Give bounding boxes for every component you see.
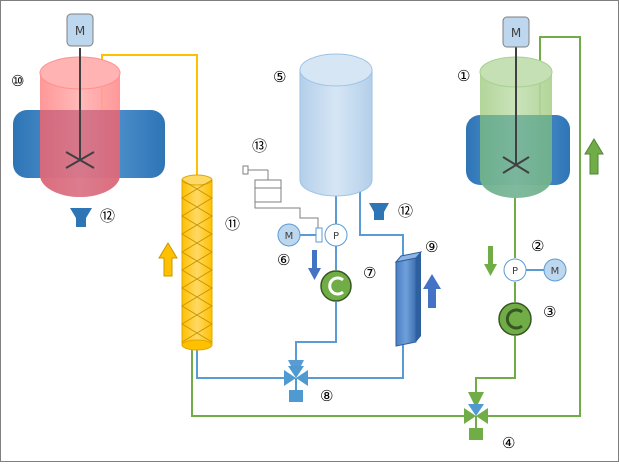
callout-13: ⑬	[252, 137, 267, 155]
flow-arrow-icon	[484, 246, 497, 276]
callout-12-right: ⑫	[398, 202, 413, 220]
funnel-icon	[369, 203, 389, 220]
pump-label: P	[333, 231, 339, 242]
column11-bottom	[181, 339, 213, 351]
gear-pump-icon	[498, 302, 532, 336]
callout-2: ②	[531, 237, 544, 255]
callout-4: ④	[502, 434, 515, 452]
tank5-top	[299, 53, 373, 87]
instrument-assembly-13	[242, 165, 319, 228]
instrument13-box	[254, 179, 282, 203]
callout-6: ⑥	[277, 251, 290, 269]
callout-8: ⑧	[320, 387, 333, 405]
reactor-tank-1	[466, 46, 570, 198]
column11-packing	[181, 179, 213, 343]
tube-column-9	[394, 251, 423, 347]
tank10-impeller-b	[65, 151, 95, 169]
flow-arrow-icon	[584, 138, 604, 175]
packed-column-11	[181, 174, 213, 351]
motor-icon	[543, 258, 567, 282]
flow-arrow-icon	[308, 250, 321, 280]
tank5-body	[299, 69, 373, 197]
callout-11: ⑪	[225, 215, 240, 233]
pipe-green-gearpump-to-valve	[468, 336, 516, 408]
callout-3: ③	[543, 303, 556, 321]
tank1-impeller-b	[502, 156, 530, 174]
pipe-blue-column-to-valve	[196, 345, 285, 379]
three-way-valve-icon	[464, 404, 488, 440]
callout-7: ⑦	[363, 264, 376, 282]
pipe-green-column-to-valve4	[191, 345, 464, 417]
callout-10: ⑩	[11, 72, 24, 90]
gear-pump-icon	[320, 270, 352, 302]
reactor-tank-10	[13, 48, 165, 197]
pipe-blue-gearpump-to-valve	[288, 302, 337, 376]
storage-tank-5	[299, 53, 373, 197]
callout-9: ⑨	[425, 238, 438, 256]
pump6-coupling-box	[315, 227, 323, 243]
column11-body	[181, 179, 213, 346]
motor-label: M	[551, 266, 560, 277]
pump-icon: P M	[503, 258, 567, 282]
funnel-icon	[70, 208, 92, 227]
motor-icon: M	[66, 13, 94, 47]
motor-label: M	[511, 26, 521, 40]
flow-arrow-icon	[158, 242, 178, 277]
instrument13-linkage	[254, 202, 319, 228]
motor-label: M	[75, 24, 85, 38]
callout-5: ⑤	[273, 68, 286, 86]
motor-label: M	[285, 231, 294, 242]
instrument13-cap	[242, 165, 249, 175]
pump-label: P	[512, 266, 518, 277]
pump-icon: M P	[277, 223, 348, 247]
column11-top	[181, 174, 213, 186]
pump6-body	[324, 223, 348, 247]
callout-labels: ① ② ③ ④ ⑤ ⑥ ⑦ ⑧ ⑨ ⑩ ⑪ ⑫ ⑫ ⑬	[11, 67, 556, 452]
callout-1: ①	[457, 67, 470, 85]
three-way-valve-icon	[284, 366, 308, 402]
flow-arrow-icon	[423, 274, 441, 308]
column9-front	[395, 257, 417, 347]
callout-12-left: ⑫	[100, 207, 115, 225]
column9-side	[416, 252, 421, 342]
pipe-blue-to-tank5	[308, 172, 404, 379]
motor-icon: M	[502, 16, 530, 48]
